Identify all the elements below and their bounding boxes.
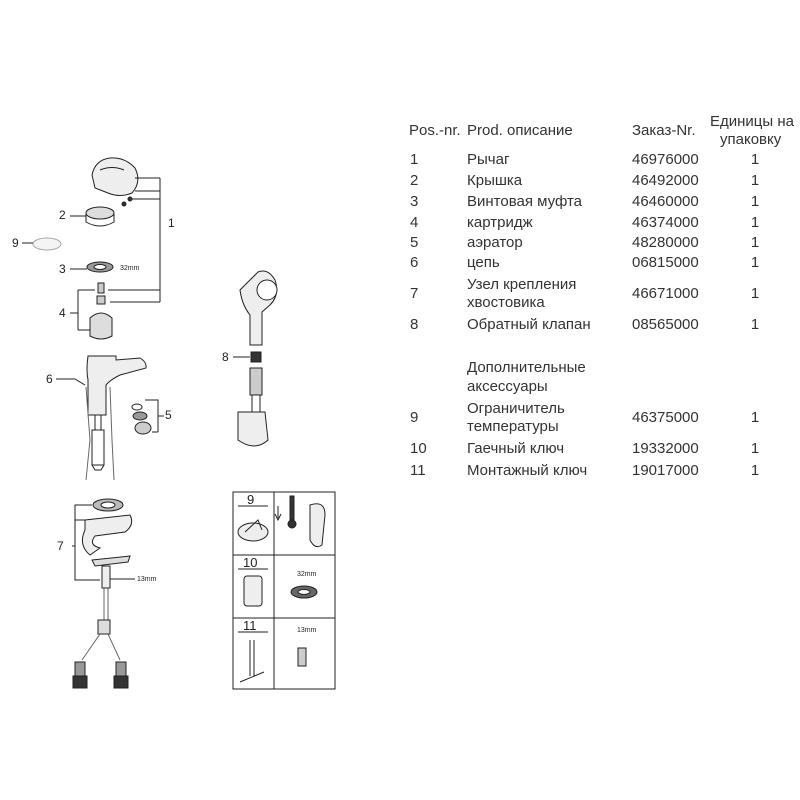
row-qty: 1 (750, 285, 760, 302)
row-desc-line2: хвостовика (467, 294, 545, 311)
dim-32mm: 32mm (120, 265, 140, 272)
row-desc: Крышка (467, 172, 523, 189)
row-desc: картридж (467, 214, 533, 231)
row-pos: 10 (410, 440, 427, 457)
row-qty: 1 (750, 193, 760, 210)
row-pos: 7 (410, 285, 419, 302)
row-pos: 9 (410, 409, 419, 426)
header-order: Заказ-Nr. (632, 122, 696, 139)
row-pos: 5 (410, 234, 419, 251)
row-desc: Обратный клапан (467, 316, 591, 333)
row-order-number: 06815000 (632, 254, 699, 271)
box-dim-32mm: 32mm (297, 571, 317, 578)
lever-part (91, 157, 139, 207)
callout-2: 2 (59, 208, 66, 222)
row-desc: Узел крепления (467, 276, 577, 293)
row-order-number: 46460000 (632, 193, 699, 210)
accessories-heading-1: Дополнительные (467, 359, 586, 376)
row-pos: 1 (410, 151, 419, 168)
row-order-number: 46671000 (632, 285, 699, 302)
row-order-number: 46374000 (632, 214, 699, 231)
row-order-number: 46976000 (632, 151, 699, 168)
row-order-number: 19017000 (632, 462, 699, 479)
row-desc: цепь (467, 254, 500, 271)
row-qty: 1 (750, 151, 760, 168)
box-label-11: 11 (243, 618, 257, 633)
row-desc: Рычаг (467, 151, 510, 168)
callout-6: 6 (46, 372, 53, 386)
row-desc: Гаечный ключ (467, 440, 565, 457)
row-qty: 1 (750, 254, 760, 271)
row-desc: Монтажный ключ (467, 462, 588, 479)
row-qty: 1 (750, 316, 760, 333)
callout-3: 3 (59, 262, 66, 276)
row-desc: аэратор (467, 234, 523, 251)
row-qty: 1 (750, 234, 760, 251)
row-qty: 1 (750, 214, 760, 231)
accessories-heading-2: аксессуары (467, 378, 548, 395)
box-dim-13mm: 13mm (297, 627, 317, 634)
callout-4: 4 (59, 306, 66, 320)
callout-9: 9 (12, 236, 19, 250)
row-order-number: 48280000 (632, 234, 699, 251)
callout-1: 1 (168, 216, 175, 230)
callout-7: 7 (57, 539, 64, 553)
row-qty: 1 (750, 172, 760, 189)
box-label-10: 10 (243, 555, 258, 570)
row-qty: 1 (750, 440, 760, 457)
row-pos: 4 (410, 214, 419, 231)
row-qty: 1 (750, 409, 760, 426)
row-pos: 8 (410, 316, 419, 333)
callout-5: 5 (165, 408, 172, 422)
row-pos: 6 (410, 254, 419, 271)
row-pos: 2 (410, 172, 419, 189)
header-qty-1: Единицы на (710, 113, 794, 130)
faucet-body (86, 355, 147, 416)
row-order-number: 08565000 (632, 316, 699, 333)
row-desc: Винтовая муфта (467, 193, 583, 210)
row-order-number: 46492000 (632, 172, 699, 189)
dim-13mm: 13mm (137, 576, 157, 583)
temperature-limiter-part (32, 237, 62, 251)
cover-part (85, 206, 115, 220)
row-desc-line2: температуры (467, 418, 559, 435)
callout-8: 8 (222, 350, 229, 364)
row-desc: Ограничитель (467, 400, 565, 417)
header-desc: Prod. описание (467, 122, 573, 139)
row-order-number: 19332000 (632, 440, 699, 457)
callout-1-lines (108, 177, 161, 303)
row-pos: 3 (410, 193, 419, 210)
accessory-box (232, 491, 336, 690)
row-pos: 11 (410, 462, 426, 479)
box-label-9: 9 (247, 492, 255, 507)
header-pos: Pos.-nr. (409, 122, 461, 139)
row-qty: 1 (750, 462, 760, 479)
header-qty-2: упаковку (720, 131, 782, 148)
row-order-number: 46375000 (632, 409, 699, 426)
